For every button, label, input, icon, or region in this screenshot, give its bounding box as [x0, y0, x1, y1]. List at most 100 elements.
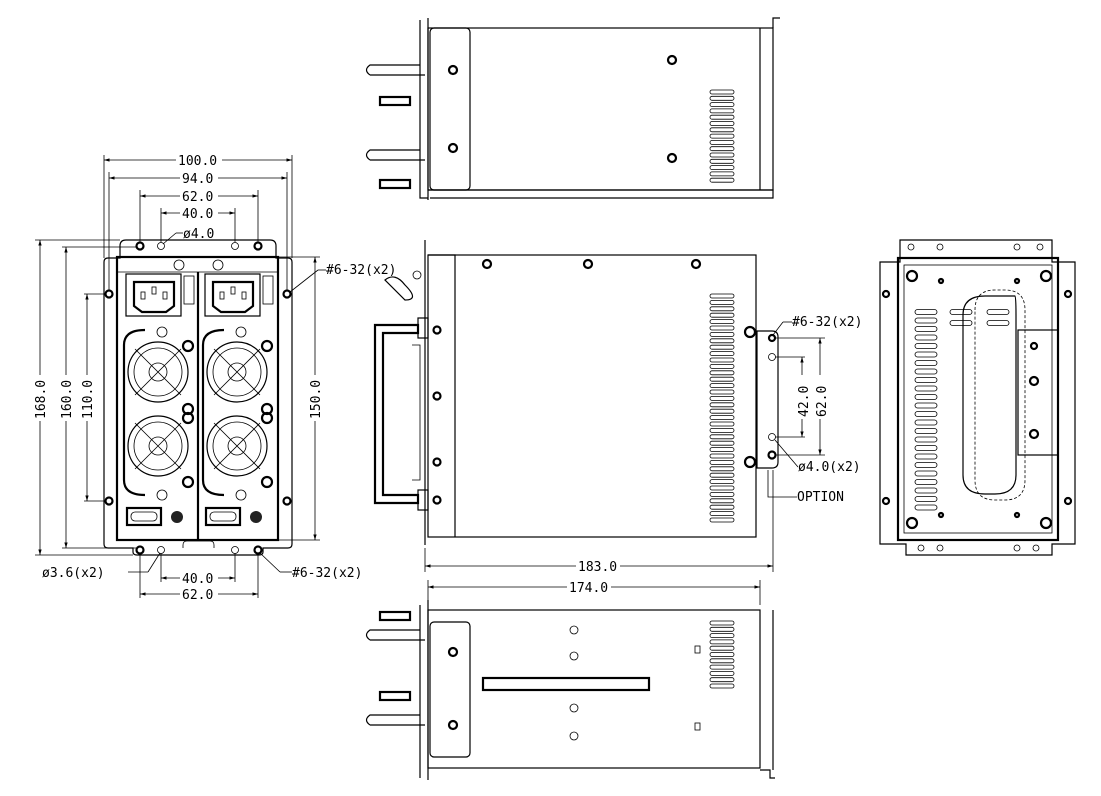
vent-slot: [709, 312, 735, 318]
vent-slot: [709, 146, 735, 152]
dim-side-length: 183.0: [578, 560, 617, 575]
vent-slot: [914, 419, 938, 426]
side-view-vents: [709, 293, 735, 523]
vent-slot: [914, 445, 938, 451]
dim-150: 150.0: [309, 380, 324, 419]
vent-slot: [914, 360, 938, 366]
vent-slot: [914, 317, 938, 324]
vent-slot: [709, 121, 735, 126]
vent-slot: [709, 389, 735, 395]
dim-top-62: 62.0: [182, 190, 213, 205]
vent-slot: [709, 395, 735, 401]
hole-bracket-label: ø4.0(x2): [798, 460, 861, 475]
vent-slot: [709, 664, 735, 670]
vent-slot: [709, 344, 735, 350]
vent-slot: [709, 434, 735, 440]
vent-slot: [914, 496, 938, 502]
vent-slot: [709, 485, 735, 491]
vent-slot: [709, 165, 735, 171]
dim-overall-height: 168.0: [34, 380, 49, 419]
vent-slot: [709, 511, 735, 517]
vent-slot: [709, 402, 735, 408]
vent-slot: [709, 620, 735, 626]
vent-slot: [709, 152, 735, 158]
vent-slot: [709, 376, 735, 382]
top-view: [365, 17, 780, 200]
vent-slot: [709, 370, 735, 376]
vent-slot: [709, 171, 735, 177]
dim-bottom-40: 40.0: [182, 572, 213, 587]
vent-slot: [709, 498, 735, 504]
vent-slot: [949, 309, 973, 315]
vent-slot: [914, 334, 938, 341]
front-view: [103, 239, 293, 556]
vent-slot: [914, 453, 938, 460]
thread-bottom-label: #6-32(x2): [292, 566, 362, 581]
vent-slot: [914, 343, 938, 349]
vent-slot: [709, 383, 735, 389]
vent-slot: [709, 108, 735, 114]
psu-module-left: [122, 273, 195, 527]
vent-slot: [709, 453, 735, 459]
vent-slot: [709, 645, 735, 651]
vent-slot: [914, 487, 938, 494]
vent-slot: [949, 320, 973, 326]
vent-slot: [914, 394, 938, 400]
vent-slot: [709, 504, 735, 510]
vent-slot: [709, 671, 735, 676]
vent-slot: [709, 472, 735, 478]
vent-slot: [914, 377, 938, 383]
vent-slot: [709, 306, 735, 312]
vent-slot: [986, 309, 1010, 315]
vent-slot: [709, 466, 735, 472]
vent-slot: [709, 517, 735, 523]
dim-hole-width: 94.0: [182, 172, 213, 187]
vent-slot: [709, 652, 735, 657]
top-view-vents: [709, 89, 735, 183]
dim-160: 160.0: [60, 380, 75, 419]
vent-slot: [709, 133, 735, 139]
vent-slot: [709, 338, 735, 344]
vent-slot: [709, 626, 735, 632]
thread-bracket-label: #6-32(x2): [792, 315, 862, 330]
bottom-view-vents: [709, 620, 735, 689]
vent-slot: [709, 351, 735, 357]
psu-module-right: [201, 272, 275, 527]
vent-slot: [709, 177, 735, 183]
vent-slot: [709, 158, 735, 164]
vent-slot: [709, 479, 735, 485]
vent-slot: [914, 309, 938, 315]
vent-slot: [709, 415, 735, 421]
vent-slot: [914, 479, 938, 485]
dim-bottom-62: 62.0: [182, 588, 213, 603]
dim-110: 110.0: [81, 380, 96, 419]
vent-slot: [709, 114, 735, 120]
vent-slot: [914, 411, 938, 417]
vent-slot: [709, 677, 735, 683]
vent-slot: [914, 504, 938, 511]
vent-slot: [914, 462, 938, 468]
vent-slot: [709, 459, 735, 465]
dim-top-40: 40.0: [182, 207, 213, 222]
vent-slot: [914, 368, 938, 375]
vent-slot: [914, 402, 938, 409]
vent-slot: [709, 683, 735, 689]
vent-slot: [914, 436, 938, 443]
vent-slot: [709, 447, 735, 453]
dim-bracket-62: 62.0: [815, 386, 830, 417]
vent-slot: [709, 89, 735, 95]
vent-slot: [709, 427, 735, 433]
vent-slot: [709, 293, 735, 299]
vent-slot: [709, 658, 735, 664]
option-label: OPTION: [797, 490, 844, 505]
vent-slot: [709, 440, 735, 446]
vent-slot: [914, 385, 938, 392]
vent-slot: [709, 633, 735, 638]
vent-slot: [709, 331, 735, 337]
hole-diameter-bottom: ø3.6(x2): [42, 566, 105, 581]
vent-slot: [709, 95, 735, 101]
vent-slot: [914, 351, 938, 358]
vent-slot: [709, 127, 735, 133]
